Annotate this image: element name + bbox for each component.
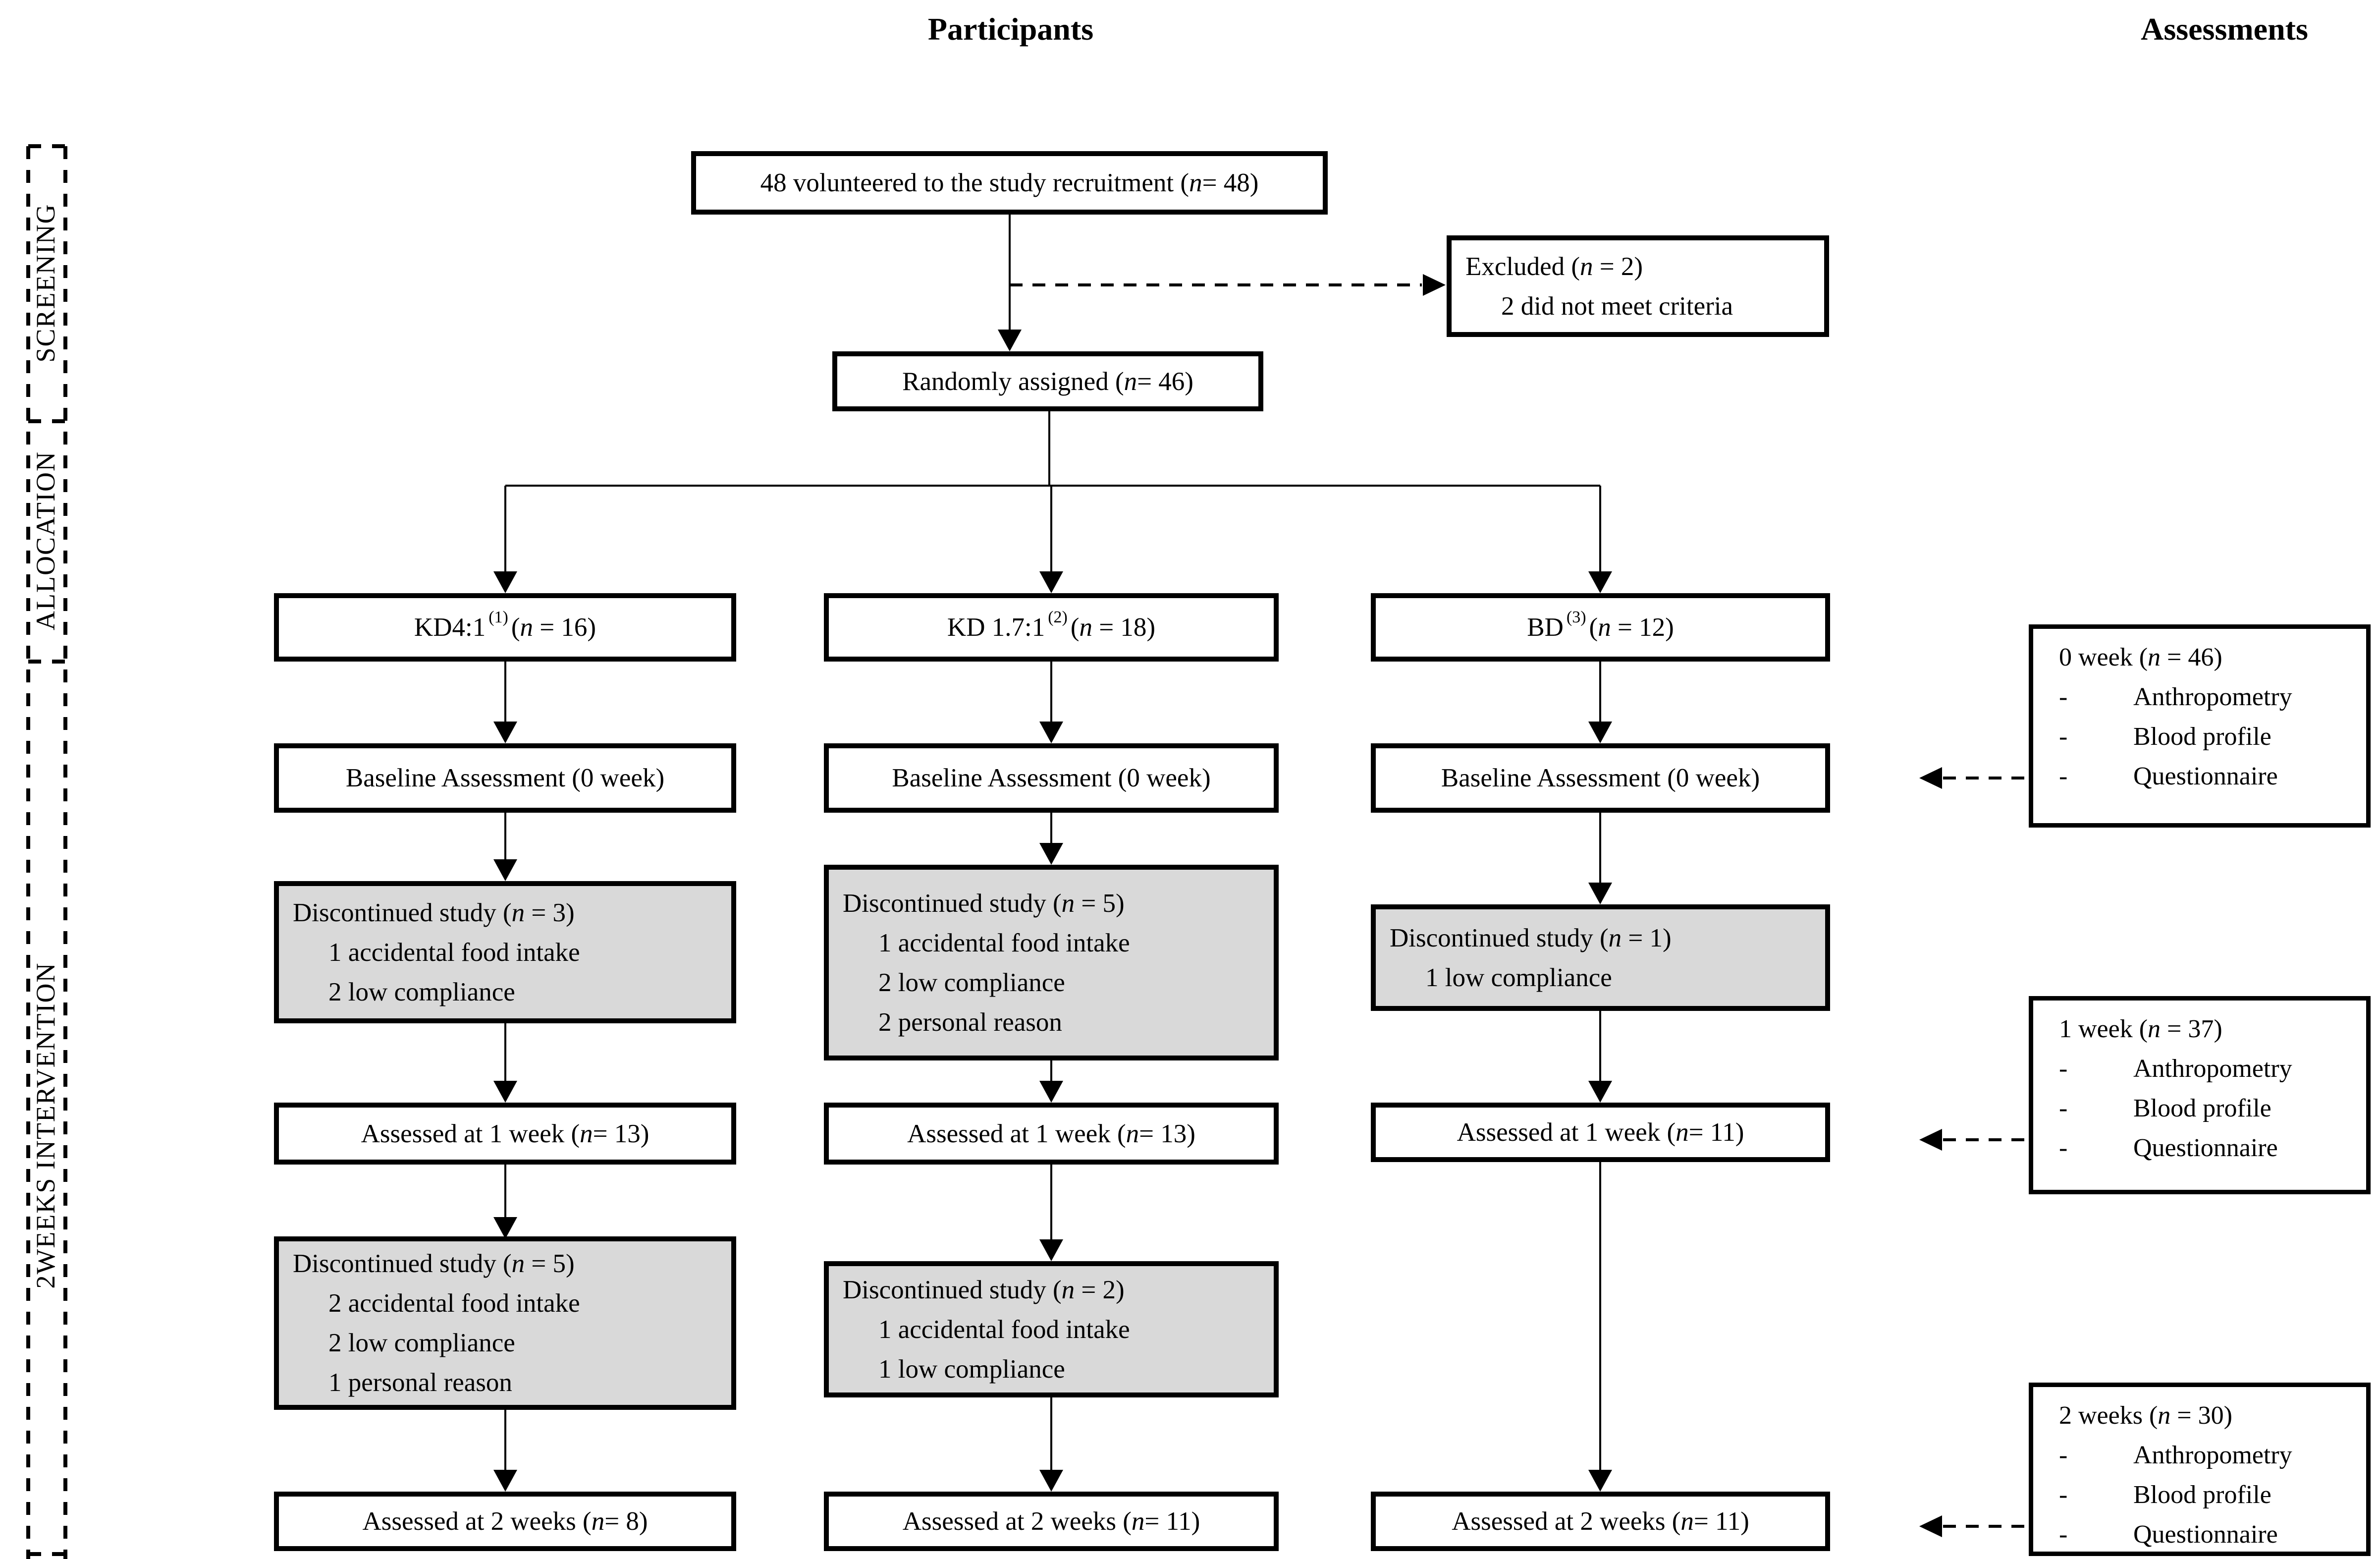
discontinued1-box-bd: Discontinued study (n = 1) 1 low complia…	[1371, 904, 1830, 1011]
assessment-box-1week: 1 week (n = 37) - Anthropometry - Blood pr…	[2029, 996, 2371, 1194]
disc1-kd41-line: 2 low compliance	[328, 977, 515, 1006]
bullet-dash: -	[2059, 762, 2068, 790]
assessment-item: Anthropometry	[2133, 1441, 2292, 1469]
disc2-kd171-line: 1 low compliance	[878, 1354, 1065, 1384]
discontinued2-box-kd41: Discontinued study (n = 5) 2 accidental …	[274, 1236, 736, 1410]
bullet-dash: -	[2059, 723, 2068, 751]
baseline-box-bd: Baseline Assessment (0 week)	[1371, 743, 1830, 813]
group-kd41-n: (n = 16)	[511, 613, 596, 642]
assessment-item: Questionnaire	[2133, 762, 2278, 790]
phase-label-allocation: ALLOCATION	[31, 451, 60, 630]
assessment-item: Questionnaire	[2133, 1134, 2278, 1162]
disc1-kd171-title: Discontinued study (n = 5)	[843, 889, 1125, 918]
excluded-reason: 2 did not meet criteria	[1501, 291, 1733, 321]
baseline-box-kd41: Baseline Assessment (0 week)	[274, 743, 736, 813]
week2-box-kd41: Assessed at 2 weeks (n = 8)	[274, 1492, 736, 1551]
excluded-title: Excluded (n = 2)	[1465, 252, 1643, 281]
group-kd171-footnote: (2)	[1048, 608, 1068, 626]
bullet-dash: -	[2059, 683, 2068, 711]
assessment-item: Questionnaire	[2133, 1520, 2278, 1549]
group-box-kd41: KD4:1 (1) (n = 16)	[274, 593, 736, 662]
week1-box-bd: Assessed at 1 week (n = 11)	[1371, 1103, 1830, 1162]
disc2-kd41-line: 2 accidental food intake	[328, 1289, 580, 1318]
group-box-bd: BD (3) (n = 12)	[1371, 593, 1830, 662]
bullet-dash: -	[2059, 1134, 2068, 1162]
disc1-kd41-title: Discontinued study (n = 3)	[293, 898, 575, 927]
phase-label-intervention: 2WEEKS INTERVENTION	[31, 962, 60, 1289]
participants-header: Participants	[927, 11, 1094, 47]
baseline-box-kd171: Baseline Assessment (0 week)	[824, 743, 1279, 813]
bullet-dash: -	[2059, 1441, 2068, 1469]
excluded-box: Excluded (n = 2) 2 did not meet criteria	[1447, 235, 1829, 337]
week1-box-kd41: Assessed at 1 week (n = 13)	[274, 1103, 736, 1165]
discontinued1-box-kd171: Discontinued study (n = 5) 1 accidental …	[824, 865, 1279, 1060]
bullet-dash: -	[2059, 1520, 2068, 1549]
assessment-box-2weeks: 2 weeks (n = 30) - Anthropometry - Blood p…	[2029, 1383, 2371, 1556]
disc1-bd-line: 1 low compliance	[1425, 963, 1612, 992]
assessment-item: Anthropometry	[2133, 1055, 2292, 1083]
disc1-kd171-line: 2 low compliance	[878, 968, 1065, 997]
disc1-kd171-line: 2 personal reason	[878, 1007, 1062, 1037]
week2-box-bd: Assessed at 2 weeks (n = 11)	[1371, 1492, 1830, 1551]
discontinued1-box-kd41: Discontinued study (n = 3) 1 accidental …	[274, 881, 736, 1023]
assessment-box-0week: 0 week (n = 46) - Anthropometry - Blood pr…	[2029, 624, 2371, 828]
group-bd-footnote: (3)	[1566, 608, 1586, 626]
bullet-dash: -	[2059, 1481, 2068, 1509]
assessment-item: Blood profile	[2133, 1481, 2272, 1509]
group-kd171-n: (n = 18)	[1070, 613, 1156, 642]
assessment-1week-title: 1 week (n = 37)	[2059, 1015, 2222, 1043]
assessment-2weeks-title: 2 weeks (n = 30)	[2059, 1401, 2232, 1430]
group-kd41-footnote: (1)	[488, 608, 508, 626]
group-kd41-name: KD4:1	[414, 613, 486, 642]
week2-box-kd171: Assessed at 2 weeks (n = 11)	[824, 1492, 1279, 1551]
randomized-box: Randomly assigned (n = 46)	[832, 351, 1263, 411]
disc2-kd41-line: 2 low compliance	[328, 1329, 515, 1357]
disc2-kd41-line: 1 personal reason	[328, 1368, 512, 1397]
group-bd-n: (n = 12)	[1589, 613, 1674, 642]
assessment-0week-title: 0 week (n = 46)	[2059, 643, 2222, 671]
group-bd-name: BD	[1527, 613, 1564, 642]
disc2-kd171-line: 1 accidental food intake	[878, 1315, 1130, 1344]
group-box-kd171: KD 1.7:1 (2) (n = 18)	[824, 593, 1279, 662]
disc1-kd41-line: 1 accidental food intake	[328, 938, 580, 967]
disc1-bd-title: Discontinued study (n = 1)	[1390, 923, 1672, 952]
assessment-item: Anthropometry	[2133, 683, 2292, 711]
discontinued2-box-kd171: Discontinued study (n = 2) 1 accidental …	[824, 1261, 1279, 1397]
disc1-kd171-line: 1 accidental food intake	[878, 928, 1130, 957]
assessments-header: Assessments	[2141, 11, 2308, 47]
assessment-item: Blood profile	[2133, 1094, 2272, 1122]
bullet-dash: -	[2059, 1094, 2068, 1122]
week1-box-kd171: Assessed at 1 week (n = 13)	[824, 1103, 1279, 1165]
disc2-kd171-title: Discontinued study (n = 2)	[843, 1275, 1125, 1304]
assessment-item: Blood profile	[2133, 723, 2272, 751]
bullet-dash: -	[2059, 1055, 2068, 1083]
disc2-kd41-title: Discontinued study (n = 5)	[293, 1249, 575, 1278]
group-kd171-name: KD 1.7:1	[947, 613, 1045, 642]
recruited-box: 48 volunteered to the study recruitment …	[691, 151, 1328, 215]
